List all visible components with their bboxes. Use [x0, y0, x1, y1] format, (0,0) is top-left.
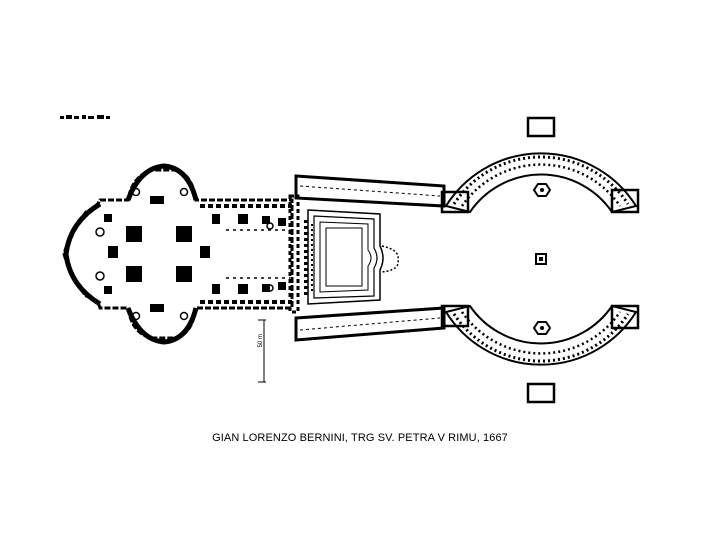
south-fountain — [532, 321, 552, 335]
oval-colonnade — [440, 116, 640, 404]
north-fountain — [532, 183, 552, 197]
basilica-outline — [62, 168, 294, 340]
scan-mark — [60, 115, 110, 119]
piazza-retta — [294, 174, 446, 342]
scale-label: 50 m — [258, 334, 264, 347]
south-colonnade — [444, 304, 638, 366]
obelisk — [535, 253, 547, 265]
scale-bar: 50 m — [258, 319, 266, 383]
figure-caption: GIAN LORENZO BERNINI, TRG SV. PETRA V RI… — [212, 432, 508, 444]
north-colonnade — [444, 152, 638, 214]
basilica-plan — [62, 163, 300, 345]
